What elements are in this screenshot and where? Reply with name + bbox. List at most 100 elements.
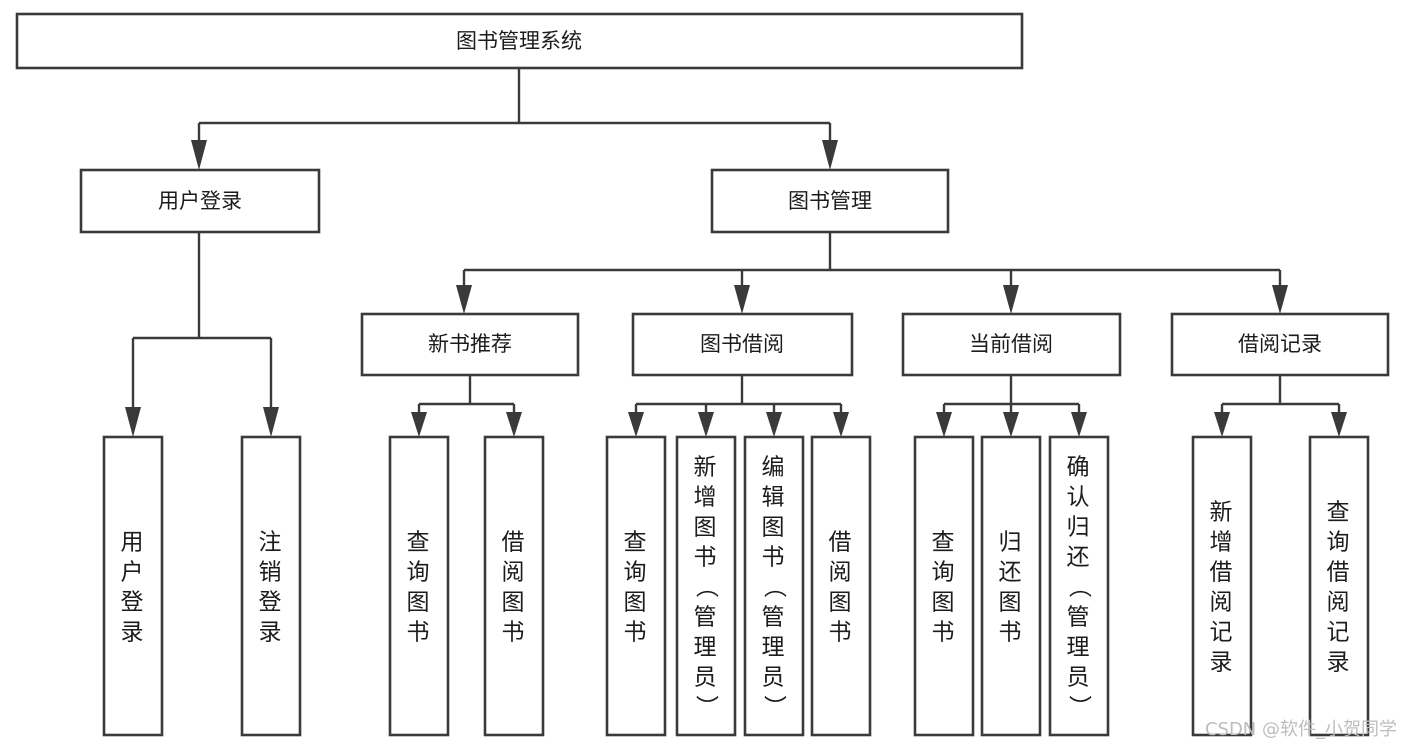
node-box-shape (743, 435, 805, 737)
node-leaf-logout-login[interactable] (240, 435, 302, 737)
svg-text:录: 录 (121, 619, 146, 645)
node-leaf-return-book[interactable] (980, 435, 1042, 737)
svg-text:还: 还 (999, 559, 1024, 585)
svg-text:图: 图 (502, 589, 527, 615)
node-box-shape (631, 312, 854, 377)
svg-text:图: 图 (932, 589, 957, 615)
svg-text:图: 图 (407, 589, 432, 615)
node-book-borrow[interactable]: 图书借阅 (631, 312, 854, 377)
svg-text:确: 确 (1067, 454, 1092, 480)
svg-text:理: 理 (694, 634, 719, 660)
svg-text:阅: 阅 (1327, 589, 1352, 615)
svg-text:书: 书 (999, 619, 1024, 645)
node-box-shape (79, 168, 321, 234)
svg-text:（: （ (1066, 575, 1092, 600)
arrow-head-icon (1003, 285, 1019, 314)
node-leaf-query-book-1[interactable] (388, 435, 450, 737)
arrow-head-icon (1272, 285, 1288, 314)
node-leaf-borrow-book-2[interactable] (810, 435, 872, 737)
svg-text:登: 登 (121, 589, 146, 615)
node-box-shape (1308, 435, 1370, 737)
node-book-management[interactable]: 图书管理 (710, 168, 950, 234)
svg-text:借: 借 (1327, 559, 1352, 585)
svg-text:管: 管 (694, 604, 719, 630)
svg-text:理: 理 (762, 634, 787, 660)
node-label-borrow-record: 借阅记录 (1238, 332, 1322, 356)
node-box-shape (710, 168, 950, 234)
node-label-current-borrow: 当前借阅 (969, 332, 1053, 356)
node-new-book-recommend[interactable]: 新书推荐 (360, 312, 580, 377)
connector-borrowrecord-to-leaves (1214, 375, 1347, 437)
node-leaf-user-login[interactable] (102, 435, 164, 737)
node-box-shape (675, 435, 737, 737)
node-leaf-query-book-3[interactable] (913, 435, 975, 737)
node-box-shape (360, 312, 580, 377)
svg-text:户: 户 (121, 559, 146, 585)
node-root[interactable]: 图书管理系统 (15, 12, 1024, 70)
svg-text:录: 录 (1327, 649, 1352, 675)
node-leaf-add-record[interactable] (1191, 435, 1253, 737)
svg-text:图: 图 (999, 589, 1024, 615)
arrow-head-icon (766, 412, 782, 437)
leaf-labels-layer: 用户登录注销登录查询图书借阅图书查询图书新增图书（管理员）编辑图书（管理员）借阅… (121, 454, 1352, 720)
arrow-head-icon (1071, 412, 1087, 437)
svg-text:认: 认 (1067, 484, 1092, 510)
svg-text:书: 书 (502, 619, 527, 645)
svg-text:录: 录 (259, 619, 284, 645)
connector-currentborrow-to-leaves (936, 375, 1087, 437)
svg-text:新: 新 (694, 454, 719, 480)
node-box-shape (980, 435, 1042, 737)
svg-text:注: 注 (259, 529, 284, 555)
node-box-shape (810, 435, 872, 737)
svg-text:借: 借 (502, 529, 527, 555)
svg-text:编: 编 (762, 454, 787, 480)
node-borrow-record[interactable]: 借阅记录 (1170, 312, 1390, 377)
node-leaf-edit-book[interactable] (743, 435, 805, 737)
node-leaf-confirm-return[interactable] (1048, 435, 1110, 737)
node-user-login[interactable]: 用户登录 (79, 168, 321, 234)
svg-text:录: 录 (1210, 649, 1235, 675)
arrow-head-icon (411, 412, 427, 437)
arrow-head-icon (698, 412, 714, 437)
arrow-head-icon (191, 140, 207, 170)
arrow-head-icon (1003, 412, 1019, 437)
svg-text:询: 询 (1327, 529, 1352, 555)
svg-text:）: ） (693, 695, 719, 720)
node-leaf-query-book-2[interactable] (605, 435, 667, 737)
arrow-head-icon (506, 412, 522, 437)
svg-text:图: 图 (762, 514, 787, 540)
arrow-head-icon (833, 412, 849, 437)
svg-text:管: 管 (1067, 604, 1092, 630)
connector-bookmgmt-to-level3 (456, 232, 1288, 314)
node-box-shape (483, 435, 545, 737)
svg-text:图: 图 (624, 589, 649, 615)
svg-text:图: 图 (829, 589, 854, 615)
svg-text:）: ） (761, 695, 787, 720)
node-leaf-add-book[interactable] (675, 435, 737, 737)
svg-text:（: （ (761, 575, 787, 600)
node-label-new-book-recommend: 新书推荐 (428, 332, 512, 356)
svg-text:查: 查 (624, 529, 649, 555)
svg-text:书: 书 (932, 619, 957, 645)
node-current-borrow[interactable]: 当前借阅 (901, 312, 1122, 377)
node-label-user-login: 用户登录 (158, 189, 242, 213)
arrow-head-icon (822, 140, 838, 170)
svg-text:用: 用 (121, 529, 146, 555)
node-leaf-query-record[interactable] (1308, 435, 1370, 737)
node-box-shape (102, 435, 164, 737)
node-leaf-borrow-book-1[interactable] (483, 435, 545, 737)
svg-text:员: 员 (762, 664, 787, 690)
arrow-head-icon (1214, 412, 1230, 437)
svg-text:（: （ (693, 575, 719, 600)
svg-text:阅: 阅 (829, 559, 854, 585)
svg-text:员: 员 (1067, 664, 1092, 690)
